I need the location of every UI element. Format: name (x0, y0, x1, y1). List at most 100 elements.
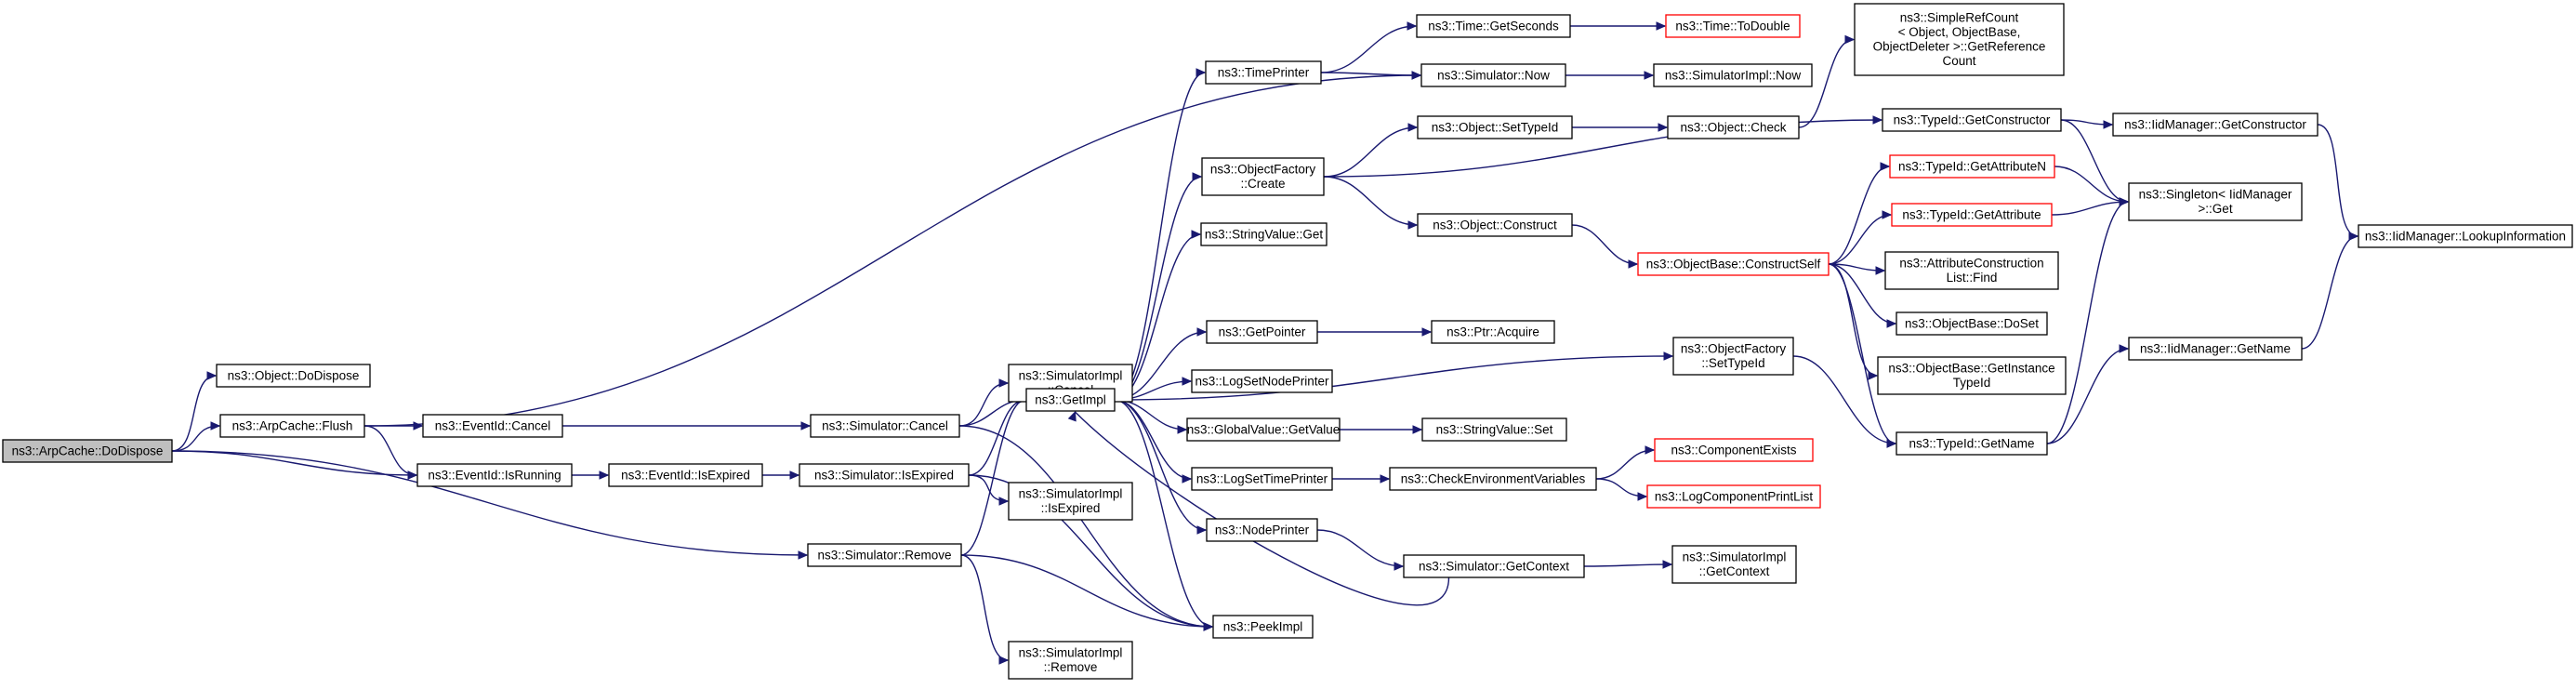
node-evcancel[interactable]: ns3::EventId::Cancel (422, 414, 563, 438)
node-evrunning[interactable]: ns3::EventId::IsRunning (416, 463, 573, 487)
node-ofcreate[interactable]: ns3::ObjectFactory::Create (1201, 157, 1325, 196)
edge-root-to-objdispose (171, 371, 218, 452)
edge-line (2317, 124, 2358, 237)
node-simisexp[interactable]: ns3::Simulator::IsExpired (799, 463, 970, 487)
edge-line (1323, 126, 1418, 178)
node-objcheck[interactable]: ns3::Object::Check (1667, 115, 1800, 139)
node-box (2, 439, 173, 463)
node-label: ::Remove (1044, 660, 1098, 674)
node-tidgetname[interactable]: ns3::TypeId::GetName (1896, 431, 2048, 456)
node-implremove[interactable]: ns3::SimulatorImpl::Remove (1008, 641, 1133, 680)
arrowhead (998, 656, 1010, 665)
node-box (1889, 154, 2055, 179)
arrowhead (1880, 162, 1891, 171)
node-strset[interactable]: ns3::StringValue::Set (1421, 417, 1567, 442)
edge-line (1828, 166, 1890, 265)
node-getimpl[interactable]: ns3::GetImpl (1025, 388, 1116, 412)
node-box (1884, 251, 2059, 290)
edge-timegetsec-to-timetodouble (1570, 21, 1667, 31)
node-compexists[interactable]: ns3::ComponentExists (1654, 438, 1814, 462)
edge-obconstructself-to-tidgetattrn (1828, 162, 1891, 265)
node-box (1654, 438, 1814, 462)
node-obconstructself[interactable]: ns3::ObjectBase::ConstructSelf (1637, 252, 1830, 276)
node-implgetctx[interactable]: ns3::SimulatorImpl::GetContext (1671, 545, 1797, 584)
edge-obconstructself-to-obdoset (1828, 263, 1897, 328)
node-label: ns3::ObjectFactory (1210, 163, 1316, 177)
edge-line (1828, 263, 1896, 325)
node-ofsettid[interactable]: ns3::ObjectFactory::SetTypeId (1672, 337, 1794, 376)
node-box (1025, 388, 1116, 412)
node-simremove[interactable]: ns3::Simulator::Remove (807, 543, 962, 567)
node-box (1420, 63, 1566, 87)
node-simnow[interactable]: ns3::Simulator::Now (1420, 63, 1566, 87)
node-box (1637, 252, 1830, 276)
arrowhead (2103, 120, 2114, 129)
arrowhead (1882, 210, 1893, 219)
node-root[interactable]: ns3::ArpCache::DoDispose (2, 439, 173, 463)
node-evexpired[interactable]: ns3::EventId::IsExpired (608, 463, 763, 487)
node-simgetctx[interactable]: ns3::Simulator::GetContext (1403, 554, 1585, 578)
edge-getimpl-to-peekimpl (1114, 399, 1214, 631)
node-label: ns3::SimulatorImpl (1019, 369, 1123, 383)
node-singletonget[interactable]: ns3::Singleton< IidManager>::Get (2128, 182, 2303, 221)
node-tidgetattr[interactable]: ns3::TypeId::GetAttribute (1891, 203, 2053, 227)
arrowhead (1656, 21, 1667, 31)
node-box (1672, 337, 1794, 376)
edge-checkenv-to-compexists (1595, 445, 1656, 480)
node-gvget[interactable]: ns3::GlobalValue::GetValue (1186, 417, 1341, 442)
node-logcompprint[interactable]: ns3::LogComponentPrintList (1646, 484, 1821, 509)
arrowhead (1196, 327, 1208, 337)
arrowhead (210, 421, 221, 431)
node-iidgetctor[interactable]: ns3::IidManager::GetConstructor (2112, 113, 2318, 137)
node-objdispose[interactable]: ns3::Object::DoDispose (216, 364, 371, 388)
node-label: ns3::ArpCache::Flush (232, 418, 353, 432)
node-box (1389, 467, 1597, 491)
node-iidlookup[interactable]: ns3::IidManager::LookupInformation (2358, 224, 2573, 248)
edge-line (958, 425, 1213, 628)
node-ptracquire[interactable]: ns3::Ptr::Acquire (1431, 320, 1555, 344)
arrowhead (1662, 560, 1673, 569)
node-objconstruct[interactable]: ns3::Object::Construct (1417, 213, 1573, 237)
node-simcancel[interactable]: ns3::Simulator::Cancel (810, 414, 960, 438)
node-objsettid[interactable]: ns3::Object::SetTypeId (1417, 115, 1573, 139)
node-peekimpl[interactable]: ns3::PeekImpl (1212, 615, 1314, 639)
node-box (1431, 320, 1555, 344)
node-getpointer[interactable]: ns3::GetPointer (1206, 320, 1318, 344)
edge-line (171, 425, 220, 452)
edge-getimpl-to-nodeprinter (1114, 399, 1208, 535)
edge-line (2060, 119, 2129, 203)
node-logsetnode[interactable]: ns3::LogSetNodePrinter (1191, 369, 1333, 393)
node-label: ns3::LogSetTimePrinter (1196, 471, 1328, 485)
node-label: ns3::EventId::Cancel (435, 418, 551, 432)
node-label: ns3::EventId::IsRunning (428, 468, 561, 482)
edge-getimpl-to-timeprinter (1114, 68, 1207, 401)
node-label: ns3::AttributeConstruction (1899, 257, 2043, 271)
edge-line (363, 425, 417, 476)
arrowhead (1067, 410, 1077, 422)
node-box (1877, 356, 2067, 395)
node-simplerefcount[interactable]: ns3::SimpleRefCount< Object, ObjectBase,… (1854, 3, 2065, 76)
arrowhead (599, 470, 610, 480)
node-timetodouble[interactable]: ns3::Time::ToDouble (1665, 14, 1801, 38)
node-timeprinter[interactable]: ns3::TimePrinter (1205, 60, 1322, 85)
node-nodeprinter[interactable]: ns3::NodePrinter (1206, 518, 1318, 542)
node-tidgetattrn[interactable]: ns3::TypeId::GetAttributeN (1889, 154, 2055, 179)
node-flush[interactable]: ns3::ArpCache::Flush (219, 414, 365, 438)
node-obdoset[interactable]: ns3::ObjectBase::DoSet (1896, 311, 2048, 336)
arrowhead (1645, 445, 1656, 455)
node-label: ns3::Singleton< IidManager (2139, 188, 2292, 202)
node-strget[interactable]: ns3::StringValue::Get (1200, 222, 1328, 246)
node-tidgetctor[interactable]: ns3::TypeId::GetConstructor (1882, 108, 2062, 132)
node-iidgetname[interactable]: ns3::IidManager::GetName (2128, 337, 2303, 361)
node-logsettime[interactable]: ns3::LogSetTimePrinter (1191, 467, 1333, 491)
node-implisexp[interactable]: ns3::SimulatorImpl::IsExpired (1008, 482, 1133, 521)
node-timegetsec[interactable]: ns3::Time::GetSeconds (1416, 14, 1571, 38)
arrowhead (1868, 371, 1879, 380)
node-implnow[interactable]: ns3::SimulatorImpl::Now (1653, 63, 1813, 87)
arrowhead (1192, 172, 1203, 181)
node-checkenv[interactable]: ns3::CheckEnvironmentVariables (1389, 467, 1597, 491)
arrowhead (1872, 115, 1883, 125)
node-label: ns3::ArpCache::DoDispose (12, 444, 164, 457)
